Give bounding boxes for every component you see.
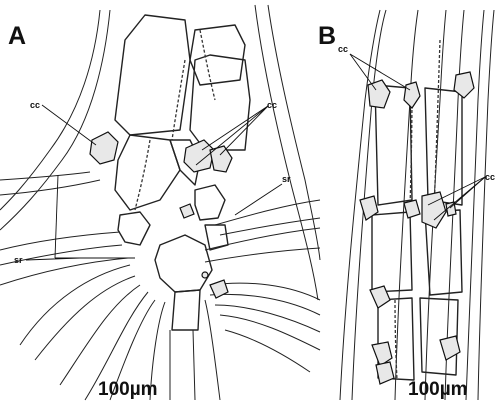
panel-b-cc-label-right: cc (485, 172, 495, 182)
panel-a-scale-label: 100µm (98, 379, 158, 400)
panel-b: B (318, 10, 495, 400)
panel-b-scale-label: 100µm (408, 379, 468, 400)
panel-a-cells (115, 15, 250, 330)
panel-a-fibers (0, 5, 320, 400)
panel-a-sr-label-left: sr (14, 255, 23, 265)
panel-a-letter: A (8, 22, 26, 50)
panel-a-sr-label-right: sr (282, 174, 291, 184)
panel-b-cc-label: cc (338, 44, 348, 54)
panel-b-letter: B (318, 22, 336, 50)
panel-a-cc-label-right: cc (267, 100, 277, 110)
panel-a-cc-label: cc (30, 100, 40, 110)
panel-a: A (0, 5, 320, 400)
